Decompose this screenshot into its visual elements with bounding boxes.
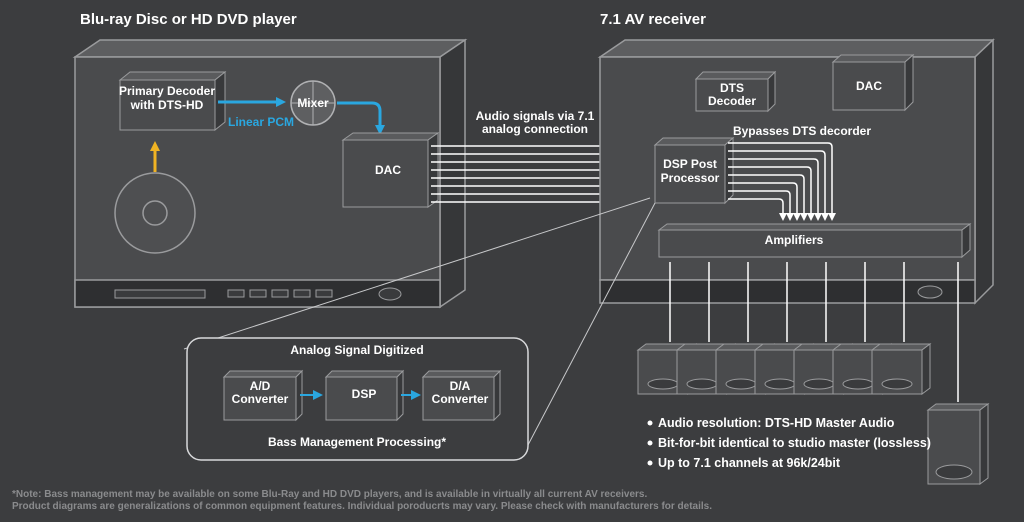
speaker xyxy=(870,343,932,395)
footnote-1: *Note: Bass management may be available … xyxy=(12,489,647,500)
front-buttons xyxy=(227,289,333,298)
player-dac-label: DAC xyxy=(375,163,401,177)
ad-label-1: A/D xyxy=(250,379,271,393)
subwoofer xyxy=(926,403,990,485)
dsp-block: DSP xyxy=(324,369,405,422)
bypass-line xyxy=(728,166,815,221)
disc-icon xyxy=(114,172,196,254)
connection-label-1: Audio signals via 7.1 xyxy=(476,109,595,123)
receiver-title: 7.1 AV receiver xyxy=(600,11,706,28)
dts-decoder-label-1: DTS xyxy=(720,81,744,95)
mixer: Mixer xyxy=(290,80,336,126)
amplifiers: Amplifiers xyxy=(657,223,972,259)
da-converter: D/A Converter xyxy=(421,369,502,422)
player-dac: DAC xyxy=(341,132,440,208)
primary-decoder: Primary Decoder with DTS-HD xyxy=(118,70,227,132)
bypass-line xyxy=(728,182,801,221)
decoder-label-2: with DTS-HD xyxy=(130,98,204,112)
receiver-dac: DAC xyxy=(831,53,915,112)
feature-bullets: Audio resolution: DTS-HD Master Audio Bi… xyxy=(647,416,931,470)
bullet-2: Bit-for-bit identical to studio master (… xyxy=(658,436,931,450)
mixer-label: Mixer xyxy=(297,96,329,110)
mixer-to-dac-arrow xyxy=(337,101,385,135)
ad-label-2: Converter xyxy=(232,392,289,406)
inset-caption: Bass Management Processing* xyxy=(268,435,446,449)
inset-title: Analog Signal Digitized xyxy=(290,343,423,357)
footnote-2: Product diagrams are generalizations of … xyxy=(12,501,712,512)
dts-decoder-label-2: Decoder xyxy=(708,94,756,108)
dsp-to-amp-lines xyxy=(728,142,836,221)
connection-label-2: analog connection xyxy=(482,122,588,136)
bullet-3: Up to 7.1 channels at 96k/24bit xyxy=(658,456,841,470)
amp-to-speaker-lines xyxy=(669,262,905,342)
bullet-1: Audio resolution: DTS-HD Master Audio xyxy=(658,416,895,430)
player-title: Blu-ray Disc or HD DVD player xyxy=(80,11,297,28)
dts-decoder: DTS Decoder xyxy=(694,70,777,113)
speakers xyxy=(636,343,932,395)
callout-line-bottom xyxy=(527,202,656,446)
disc-slot xyxy=(114,289,206,299)
bypass-line xyxy=(728,142,836,221)
bypass-line xyxy=(728,150,829,221)
bypass-line xyxy=(728,198,787,221)
receiver-dac-label: DAC xyxy=(856,79,882,93)
power-knob xyxy=(378,287,402,301)
bypass-line xyxy=(728,174,808,221)
dsp-label: DSP xyxy=(352,387,377,401)
da-label-1: D/A xyxy=(450,379,471,393)
ad-converter: A/D Converter xyxy=(222,369,304,422)
dsp-post-processor: DSP Post Processor xyxy=(653,136,735,205)
bypass-line xyxy=(728,158,822,221)
linear-pcm-label: Linear PCM xyxy=(228,115,294,129)
bass-management-inset: Analog Signal Digitized A/D Converter DS… xyxy=(186,337,529,461)
dsp-post-label-1: DSP Post xyxy=(663,157,717,171)
dsp-post-label-2: Processor xyxy=(661,171,720,185)
decoder-label-1: Primary Decoder xyxy=(119,84,215,98)
receiver-knob xyxy=(917,285,943,299)
da-label-2: Converter xyxy=(432,392,489,406)
amplifiers-label: Amplifiers xyxy=(765,233,824,247)
bypass-line xyxy=(728,190,794,221)
callout-line-top xyxy=(183,197,651,350)
bypass-label: Bypasses DTS decorder xyxy=(733,124,871,138)
